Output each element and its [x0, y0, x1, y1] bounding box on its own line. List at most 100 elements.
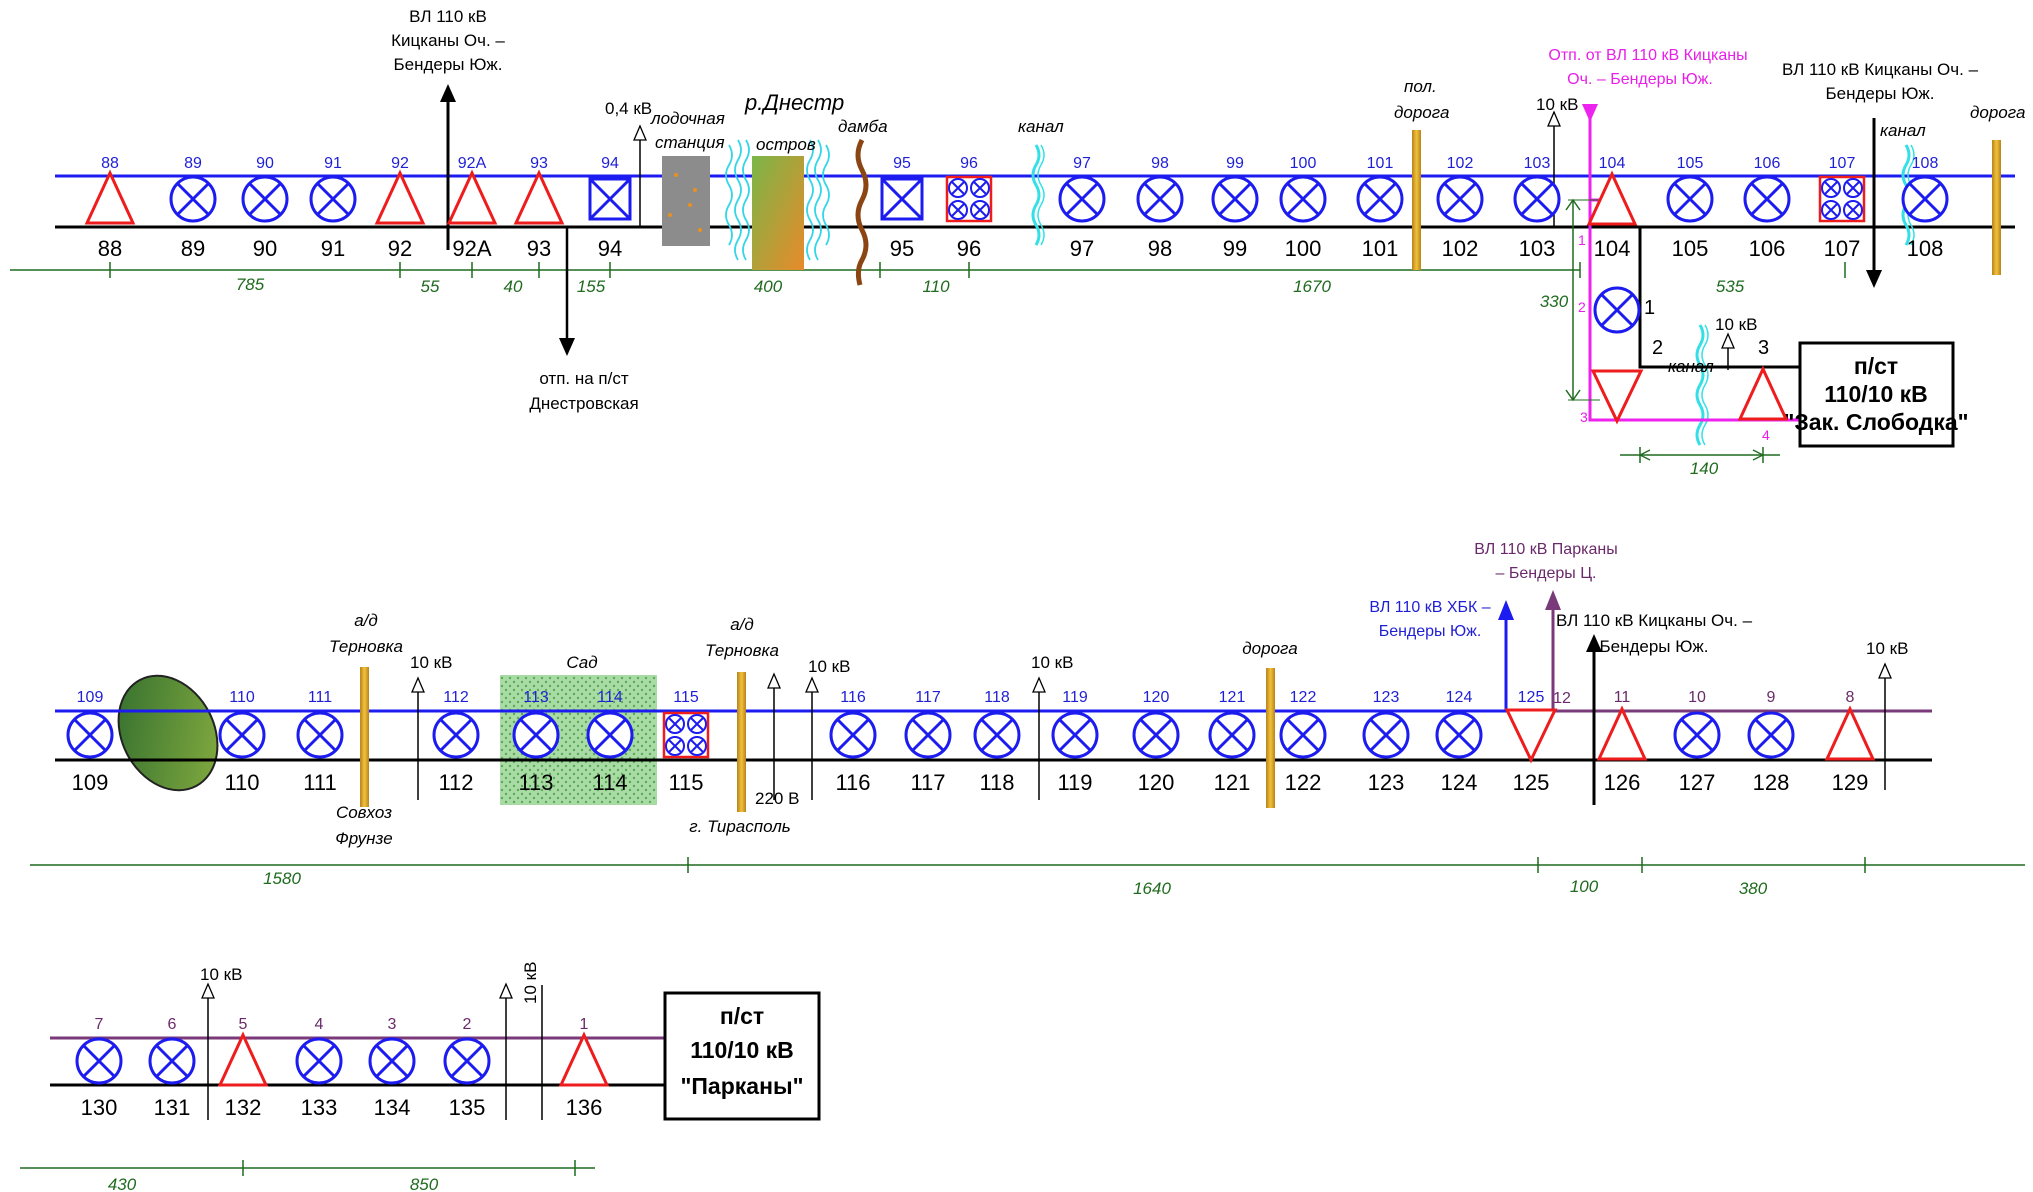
dim-785: 785 [236, 275, 265, 294]
pole-bottom-label: 125 [1513, 770, 1550, 795]
arrow-down-pink [1582, 104, 1598, 122]
canal-label-2: канал [1880, 121, 1926, 140]
pole-bottom-label: 130 [81, 1095, 118, 1120]
road-label-1a: пол. [1404, 77, 1437, 96]
pole-top-label: 112 [443, 689, 469, 706]
dim-850: 850 [410, 1175, 439, 1192]
row2-dim-ticks [687, 857, 1866, 873]
pole-136 [558, 1031, 610, 1087]
pole-129 [1824, 705, 1876, 761]
dim-140: 140 [1690, 459, 1719, 478]
pole-134 [368, 1037, 416, 1085]
pole-bottom-label: 113 [518, 770, 553, 795]
arrow-t3 [1586, 634, 1602, 652]
branch-pink-1: 1 [1578, 232, 1586, 248]
pole-bottom-label: 103 [1519, 236, 1556, 261]
branch-104 [1565, 198, 1800, 463]
pole-top-label: 6 [168, 1016, 177, 1033]
hbk-line2: Бендеры Юж. [1379, 623, 1482, 640]
pole-bottom-label: 136 [566, 1095, 603, 1120]
pole-91 [309, 175, 357, 223]
pole-top-label: 102 [1447, 155, 1474, 172]
dim-110: 110 [922, 277, 950, 296]
kv04-label: 0,4 кВ [605, 99, 652, 118]
dim-330: 330 [1540, 292, 1569, 311]
kv10-label-r2a: 10 кВ [410, 653, 452, 672]
substation-box-2 [663, 991, 821, 1121]
arrow-04kv [633, 124, 647, 141]
tap-line1: отп. на п/ст [539, 369, 629, 388]
pole-96 [945, 175, 993, 223]
pole-100 [1279, 175, 1327, 223]
pole-bottom-label: 98 [1148, 236, 1172, 261]
branch-pole-3 [1737, 365, 1789, 421]
pole-top-label: 121 [1219, 689, 1246, 706]
kv10-label-r2b: 10 кВ [808, 657, 850, 676]
pole-top-label: 107 [1829, 155, 1856, 172]
dim-1640: 1640 [1133, 879, 1171, 898]
pole-101 [1356, 175, 1404, 223]
arrow-down-tap [559, 338, 575, 356]
tiraspol-label: г. Тирасполь [689, 817, 790, 836]
row1-dim-ticks [109, 262, 1846, 278]
arrow-10kv-r2b [805, 676, 819, 693]
pole-bottom-label: 124 [1441, 770, 1478, 795]
arrow-10kv-r1 [1547, 110, 1561, 127]
arrow-10kv-r2a [411, 676, 425, 693]
arrow-10kv-r2d [1878, 662, 1892, 679]
tap-line2: Днестровская [529, 394, 638, 413]
pole-120 [1132, 711, 1180, 759]
substation-1-l3: "Зак. Слободка" [1783, 409, 1968, 435]
pole-126 [1596, 705, 1648, 761]
pole-top-label: 91 [324, 155, 342, 172]
river-waves [725, 139, 830, 261]
pole-bottom-label: 128 [1753, 770, 1790, 795]
pole-102 [1436, 175, 1484, 223]
ternovka-label-1: Терновка [329, 637, 403, 656]
branch-pole-2 [1590, 369, 1644, 425]
road-label-1b: дорога [1394, 103, 1449, 122]
pole-top-label: 9 [1767, 689, 1776, 706]
branch-pole-1 [1593, 286, 1641, 334]
pole-bottom-label: 108 [1907, 236, 1944, 261]
dim-430: 430 [108, 1175, 137, 1192]
arrow-up-t1 [440, 84, 456, 102]
pole-118 [973, 711, 1021, 759]
pole-top-label: 101 [1367, 155, 1394, 172]
hbk-line1: ВЛ 110 кВ ХБК – [1369, 599, 1490, 616]
row1-poles: 8888898990909191929292А92А93939494959596… [84, 155, 1949, 261]
pole-top-label: 7 [95, 1016, 104, 1033]
pole-top-label: 100 [1290, 155, 1317, 172]
pole-bottom-label: 92 [388, 236, 412, 261]
pole-bottom-label: 126 [1604, 770, 1641, 795]
row2: 1091091101101111111121121131131141141151… [30, 541, 2025, 898]
pole-top-label: 124 [1446, 689, 1473, 706]
boat-label-2: станция [655, 133, 725, 152]
kv10-label-r3b: 10 кВ [521, 962, 540, 1004]
pole-top-label: 118 [984, 689, 1010, 706]
pole-top-label: 90 [256, 155, 274, 172]
pole-116 [829, 711, 877, 759]
pole-bottom-label: 132 [225, 1095, 262, 1120]
substation-2-l1: п/ст [720, 1003, 764, 1029]
pole-132 [217, 1031, 269, 1087]
dim-380: 380 [1739, 879, 1768, 898]
substation-box-1 [1798, 341, 1955, 448]
pole-bottom-label: 111 [303, 770, 336, 795]
pole-top-label: 4 [315, 1016, 324, 1033]
pole-bottom-label: 104 [1594, 236, 1631, 261]
pole-top-label: 96 [960, 155, 978, 172]
pole-bottom-label: 127 [1679, 770, 1716, 795]
pole-112 [432, 711, 480, 759]
canal-label-1: канал [1018, 117, 1064, 136]
pole-123 [1362, 711, 1410, 759]
branch-num-1: 1 [1644, 297, 1655, 319]
dim-1670: 1670 [1293, 277, 1331, 296]
pole-88 [84, 169, 136, 225]
arrow-10kv-r3a [201, 982, 215, 999]
pole-top-label: 120 [1143, 689, 1170, 706]
pole-top-label: 117 [915, 689, 941, 706]
